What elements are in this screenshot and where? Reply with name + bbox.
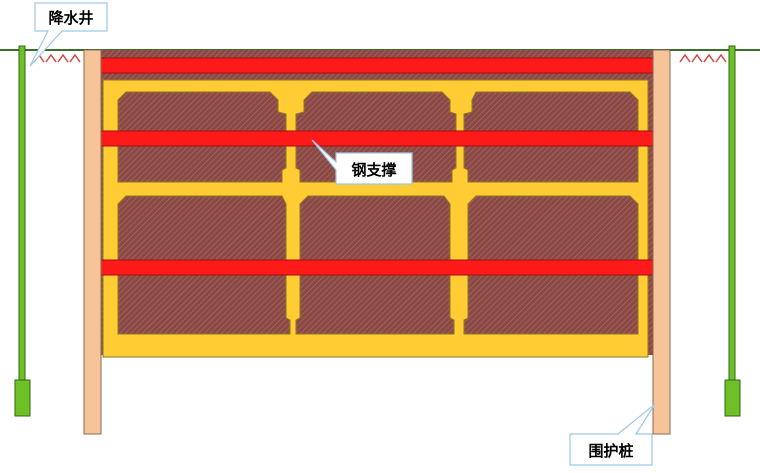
grass-mark-right <box>679 53 727 63</box>
excavation-soil <box>100 50 655 355</box>
dewatering-well-right <box>724 45 741 417</box>
steel-strut-bottom <box>99 259 656 276</box>
label-dewatering-well: 降水井 <box>48 9 93 27</box>
callout-retaining-pile: 围护桩 <box>569 403 656 466</box>
steel-strut-top <box>99 57 656 74</box>
grass-mark-left <box>33 53 81 63</box>
dewatering-well-left <box>14 45 31 417</box>
callout-dewatering-well: 降水井 <box>29 2 108 67</box>
steel-strut-middle <box>99 130 656 147</box>
callout-steel-strut: 钢支撑 <box>311 139 413 185</box>
label-steel-strut: 钢支撑 <box>351 161 396 179</box>
retaining-pile-right <box>652 49 671 435</box>
underground-structure <box>102 79 649 358</box>
label-retaining-pile: 围护桩 <box>588 442 633 460</box>
retaining-pile-left <box>83 49 102 435</box>
